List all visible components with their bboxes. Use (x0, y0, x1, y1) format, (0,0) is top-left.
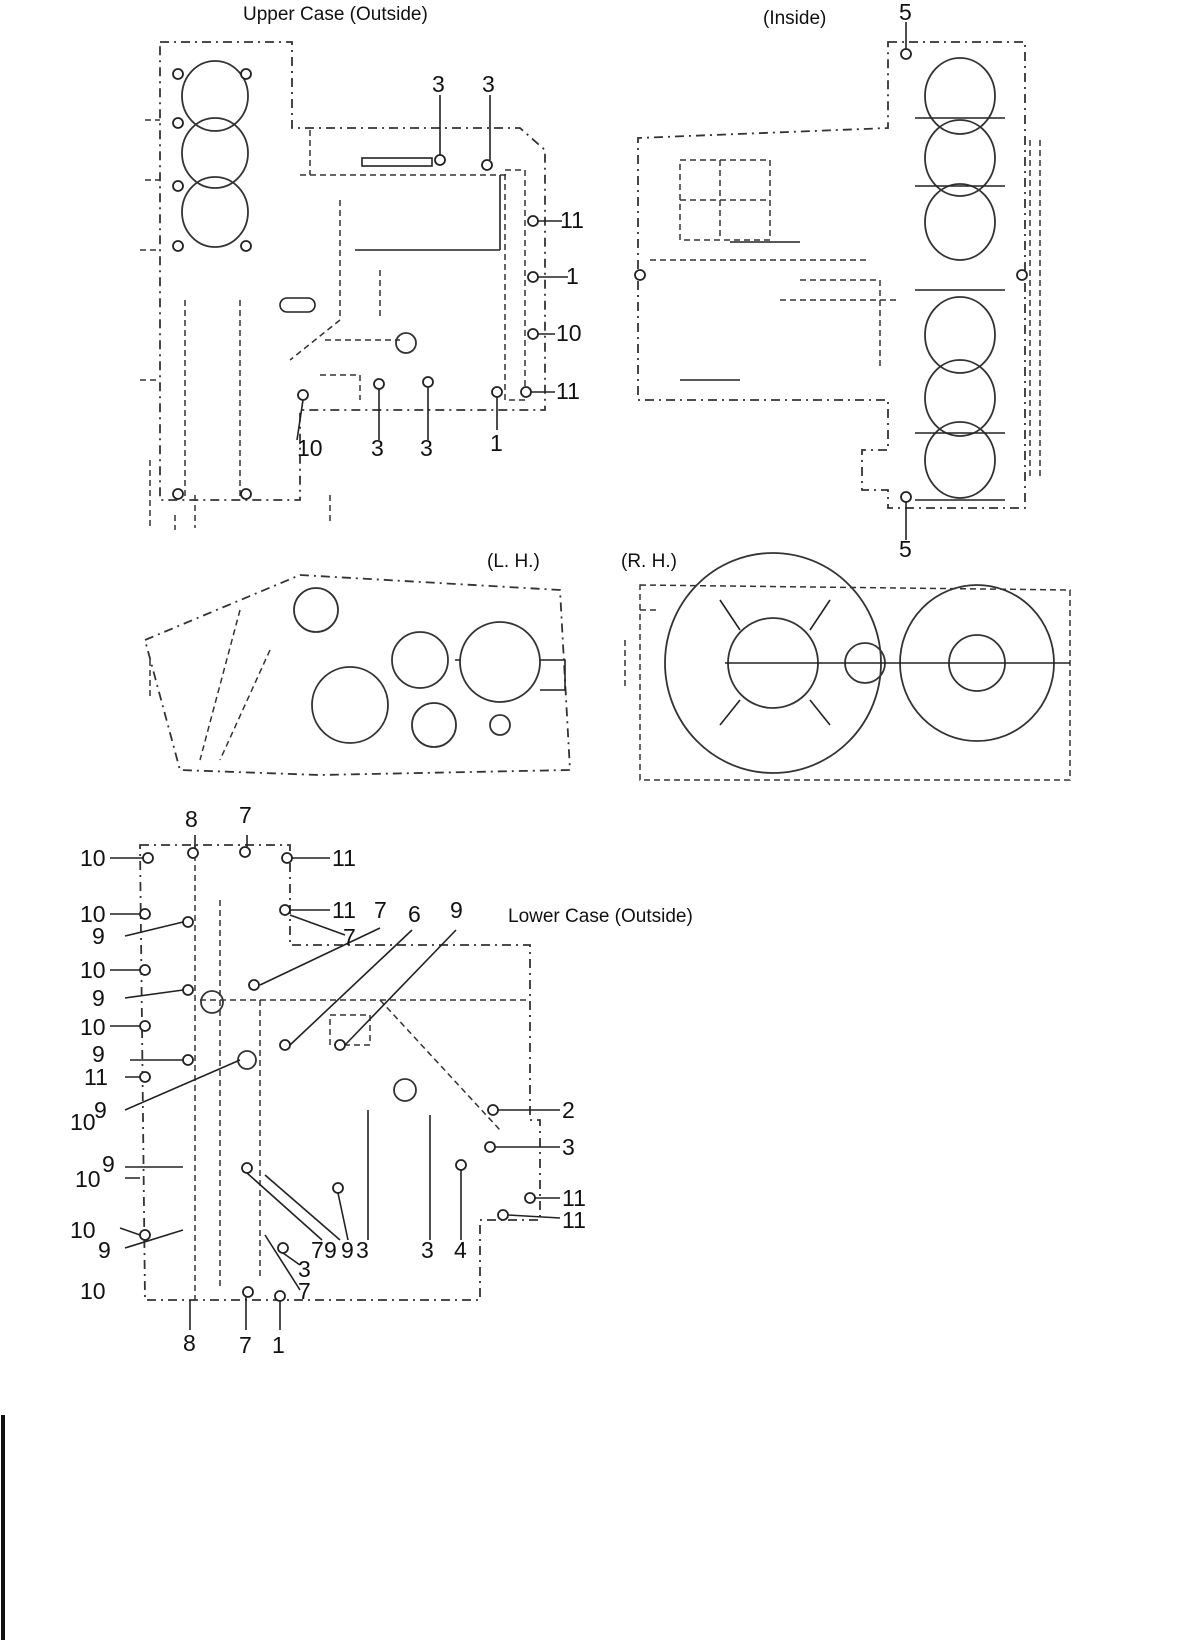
lower-callout-11d: 11 (562, 1185, 586, 1211)
lower-callout-9e: 9 (94, 1097, 107, 1123)
lower-callout-8a: 8 (185, 806, 198, 832)
inside-caption: (Inside) (763, 8, 826, 29)
lower-callout-10c: 10 (80, 957, 106, 983)
upper-callout-3c: 3 (371, 435, 384, 461)
lower-callout-9f: 9 (102, 1151, 115, 1177)
lower-callout-10e: 10 (70, 1109, 96, 1135)
lower-callout-9d: 9 (92, 1041, 105, 1067)
lower-callout-10b: 10 (80, 901, 106, 927)
upper-callout-3a: 3 (432, 71, 445, 97)
lower-callout-9i: 9 (341, 1237, 354, 1263)
rh-caption: (R. H.) (621, 551, 677, 572)
lower-callout-11e: 11 (562, 1207, 586, 1233)
lower-case-outside-drawing: Lower Case (Outside) (70, 802, 693, 1358)
lower-callout-3d: 3 (298, 1256, 311, 1282)
upper-case-outside-drawing: Upper Case (Outside) (140, 4, 584, 530)
lower-callout-6: 6 (408, 901, 421, 927)
lh-caption: (L. H.) (487, 551, 540, 572)
lower-callout-9a: 9 (450, 897, 463, 923)
lower-callout-11a: 11 (332, 845, 356, 871)
lower-callout-7a: 7 (239, 802, 252, 828)
lower-callout-7b: 7 (343, 924, 356, 950)
upper-callout-3b: 3 (482, 71, 495, 97)
lower-callout-3c: 3 (356, 1237, 369, 1263)
lower-callout-11b: 11 (332, 897, 356, 923)
lower-callout-8b: 8 (183, 1330, 196, 1356)
lower-callout-7c: 7 (374, 897, 387, 923)
lower-case-outside-caption: Lower Case (Outside) (508, 906, 693, 927)
inside-callout-5b: 5 (899, 536, 912, 562)
lower-callout-3b: 3 (421, 1237, 434, 1263)
lower-callout-10f: 10 (75, 1166, 101, 1192)
upper-callout-3d: 3 (420, 435, 433, 461)
left-hand-view-drawing: (L. H.) (143, 551, 571, 776)
upper-case-inside-drawing: (Inside) 5 5 (634, 0, 1041, 562)
lower-callout-10a: 10 (80, 845, 106, 871)
lower-callout-7d: 7 (311, 1237, 324, 1263)
lower-callout-1: 1 (272, 1332, 285, 1358)
lower-callout-3a: 3 (562, 1134, 575, 1160)
upper-callout-10b: 10 (297, 435, 323, 461)
right-hand-view-drawing: (R. H.) (621, 551, 1071, 781)
lower-callout-2: 2 (562, 1097, 575, 1123)
lower-callout-7f: 7 (239, 1332, 252, 1358)
lower-callout-9b: 9 (92, 923, 105, 949)
upper-callout-11b: 11 (556, 378, 580, 404)
upper-callout-1a: 1 (566, 263, 579, 289)
inside-callout-5a: 5 (899, 0, 912, 25)
upper-case-outside-caption: Upper Case (Outside) (243, 4, 428, 25)
lower-callout-9c: 9 (92, 985, 105, 1011)
lower-callout-10g: 10 (70, 1217, 96, 1243)
upper-callout-10a: 10 (556, 320, 582, 346)
upper-callout-1b: 1 (490, 430, 503, 456)
lower-callout-4: 4 (454, 1237, 467, 1263)
upper-callout-11a: 11 (560, 207, 584, 233)
lower-callout-7e: 7 (298, 1278, 311, 1304)
lower-callout-10d: 10 (80, 1014, 106, 1040)
lower-callout-11c: 11 (84, 1064, 108, 1090)
lower-callout-10h: 10 (80, 1278, 106, 1304)
lower-callout-9g: 9 (98, 1237, 111, 1263)
lower-callout-9h: 9 (324, 1237, 337, 1263)
